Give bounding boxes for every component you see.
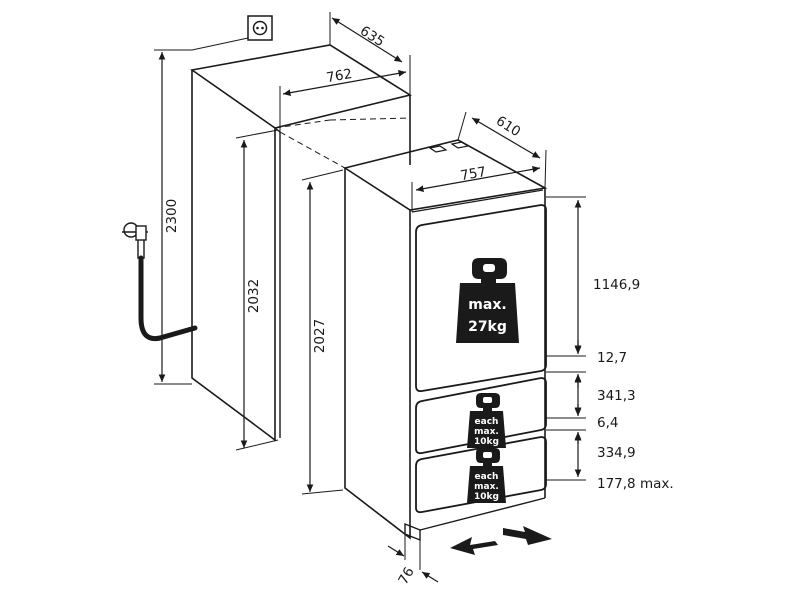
- label-toe-kick: 76: [395, 565, 417, 588]
- drawer2-load-line2: max.: [474, 482, 499, 492]
- label-niche-depth: 635: [357, 23, 387, 50]
- dim-appliance-width: 757: [411, 164, 541, 212]
- fridge-load-line2: 27kg: [468, 319, 507, 335]
- label-appliance-width: 757: [459, 164, 487, 184]
- water-hose: [138, 255, 198, 342]
- water-tap-icon: [122, 222, 148, 259]
- label-drawer-2: 334,9: [597, 445, 636, 461]
- label-niche-height: 2300: [164, 199, 180, 233]
- dim-niche-height: 2300: [154, 37, 249, 385]
- drawer1-load-line2: max.: [474, 427, 499, 437]
- drawer1-load-line1: each: [475, 417, 499, 427]
- dim-door-stack: 1146,9 12,7 341,3 6,4 334,9 177,8 max.: [546, 196, 674, 492]
- label-niche-width: 762: [325, 66, 353, 86]
- fridge-load-line1: max.: [468, 297, 506, 313]
- lower-drawer: [415, 436, 547, 514]
- arrow-out-icon: [503, 526, 552, 545]
- drawer2-load-line3: 10kg: [474, 492, 499, 502]
- dim-niche-inner-height: 2032: [235, 129, 279, 451]
- label-appliance-height: 2027: [312, 319, 328, 353]
- label-base: 177,8 max.: [597, 476, 674, 492]
- dim-toe-kick: 76: [387, 535, 439, 588]
- label-drawer-1: 341,3: [597, 388, 636, 404]
- socket-icon: [247, 15, 273, 41]
- label-upper-door: 1146,9: [593, 277, 640, 293]
- label-gap-2: 6,4: [597, 415, 618, 431]
- arrow-in-icon: [450, 537, 498, 555]
- dim-niche-width: 762: [279, 66, 407, 132]
- drawer2-load-line1: each: [475, 472, 499, 482]
- weight-icon: each max. 10kg: [467, 393, 506, 448]
- niche-cabinet: [189, 44, 413, 442]
- upper-drawer: [415, 377, 547, 455]
- label-appliance-depth: 610: [493, 113, 523, 140]
- upper-door: [415, 204, 547, 393]
- dim-appliance-height: 2027: [301, 169, 344, 495]
- weight-icon: max. 27kg: [456, 258, 519, 343]
- drawer1-load-line3: 10kg: [474, 437, 499, 447]
- weight-icon: each max. 10kg: [467, 448, 506, 503]
- label-niche-inner-height: 2032: [246, 279, 262, 313]
- label-gap-1: 12,7: [597, 350, 627, 366]
